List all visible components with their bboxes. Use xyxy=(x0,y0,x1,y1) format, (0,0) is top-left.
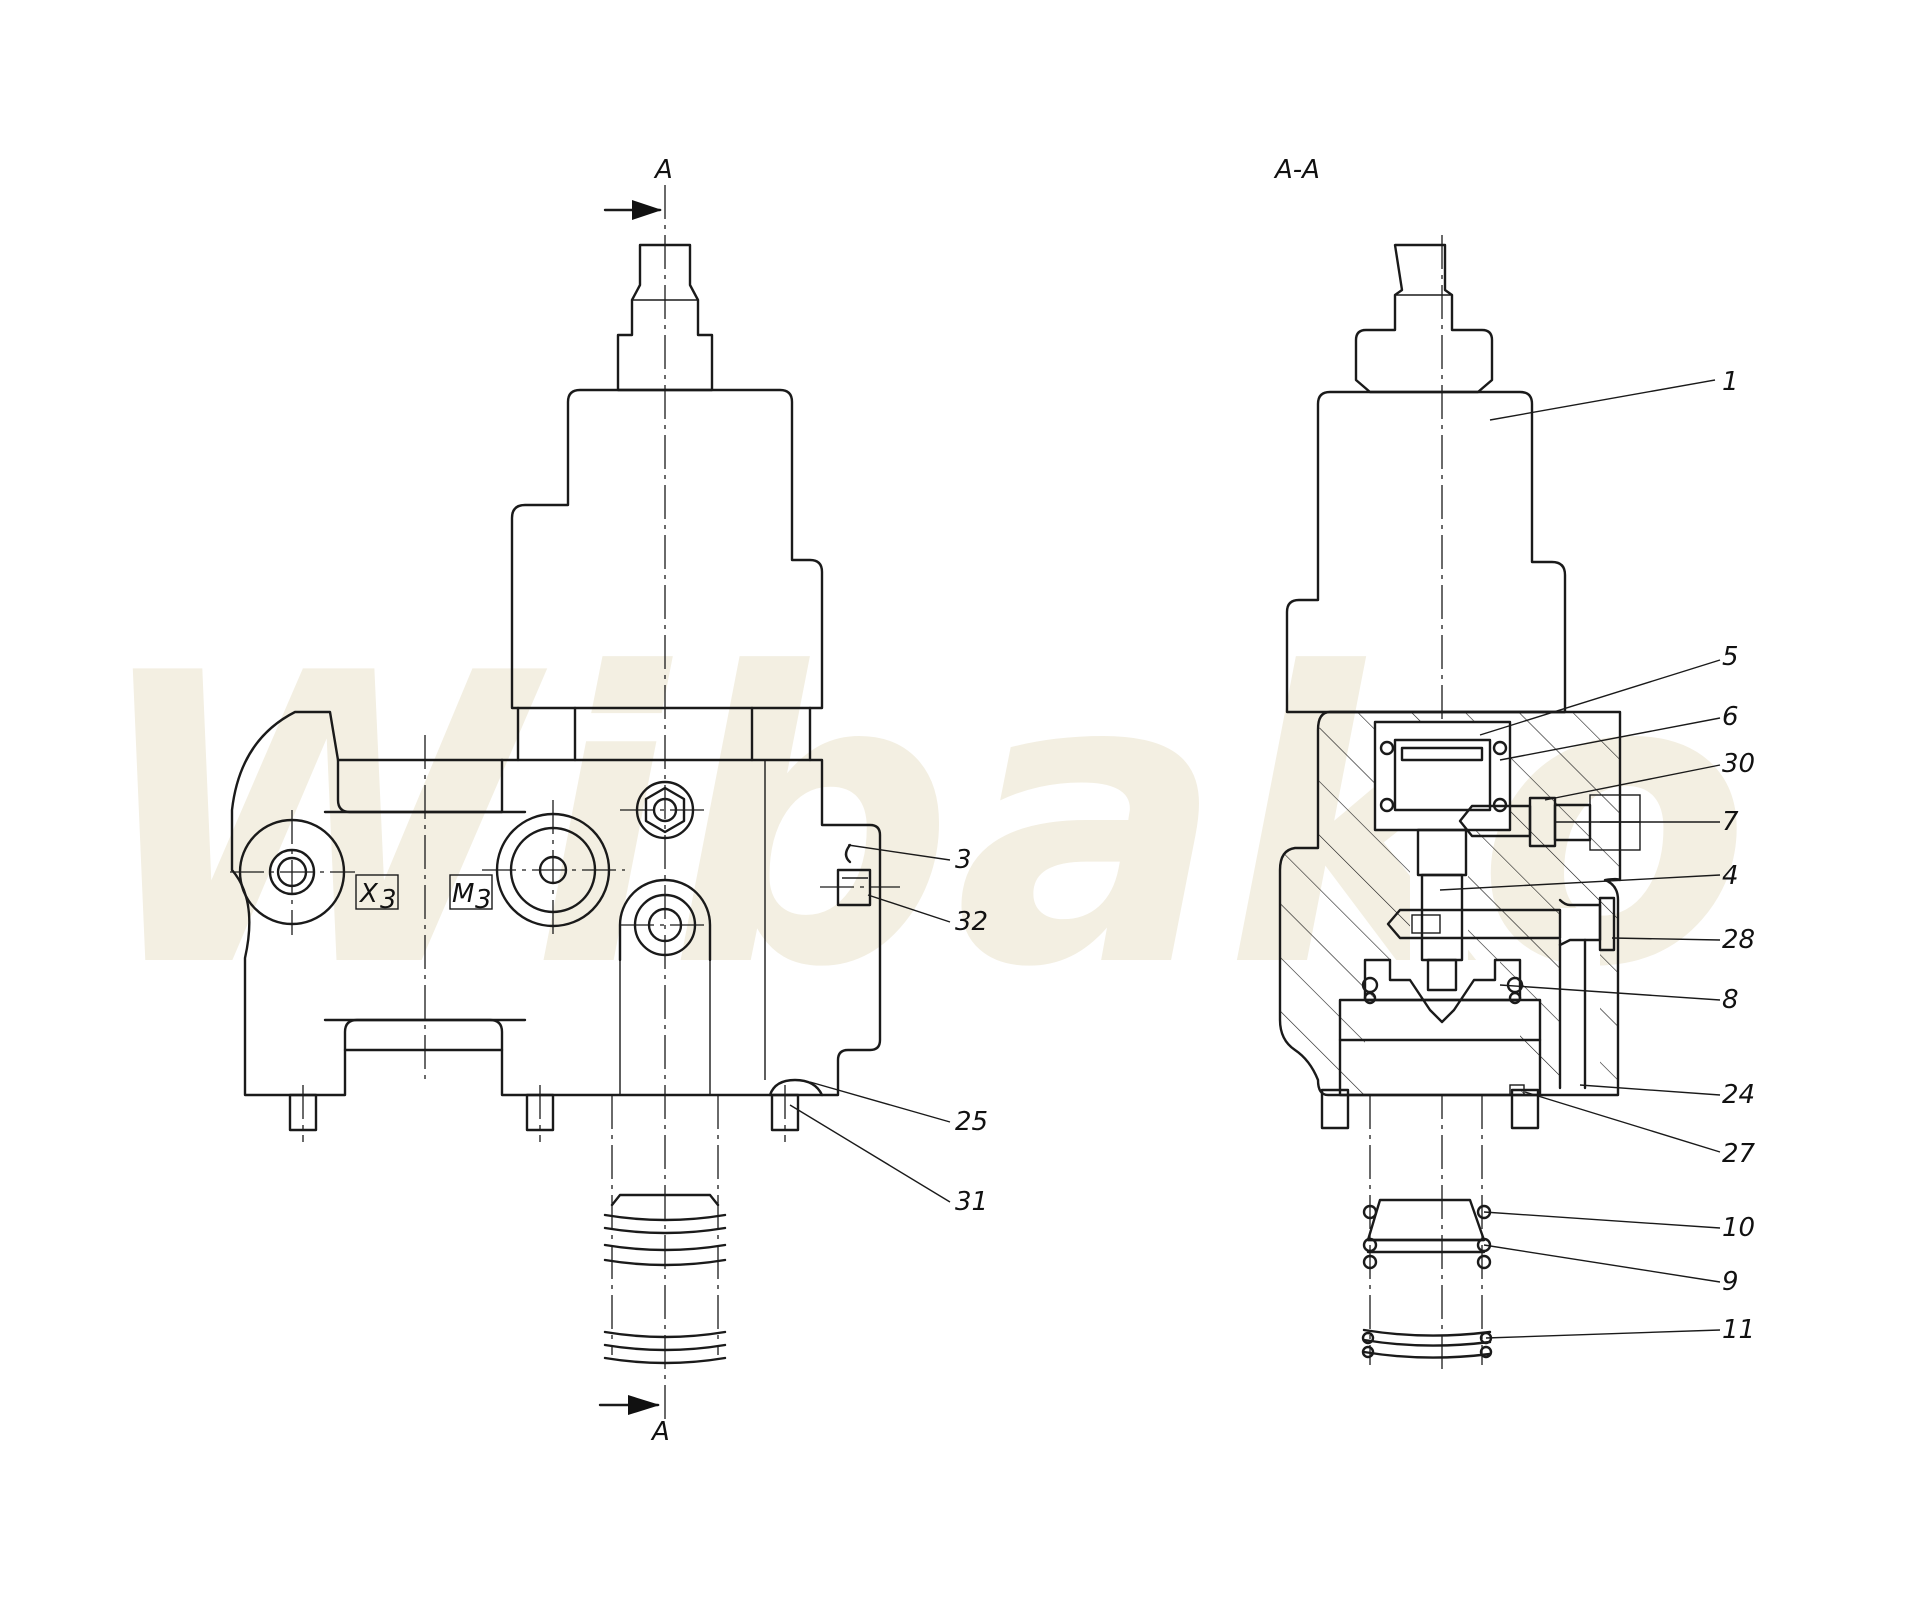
callout-5: 5 xyxy=(1722,642,1739,672)
bottom-pins-left xyxy=(288,1078,824,1142)
plug-lower xyxy=(618,878,712,962)
section-arrow-bottom xyxy=(598,1395,660,1415)
callout-10: 10 xyxy=(1722,1213,1755,1243)
callout-8: 8 xyxy=(1722,985,1739,1015)
left-view: X 3 M 3 xyxy=(230,155,988,1447)
bottom-pins-right xyxy=(1320,1084,1540,1130)
callout-9: 9 xyxy=(1722,1267,1739,1297)
svg-text:3: 3 xyxy=(475,885,492,915)
port-x3-fitting xyxy=(230,810,355,935)
callout-31: 31 xyxy=(955,1187,988,1217)
section-label-top: A xyxy=(653,155,673,185)
callout-24: 24 xyxy=(1722,1080,1755,1110)
port-m3-fitting xyxy=(482,800,625,940)
callout-27: 27 xyxy=(1722,1139,1756,1169)
svg-text:M: M xyxy=(452,879,474,909)
spool-stem xyxy=(1416,828,1468,992)
callout-4: 4 xyxy=(1722,861,1739,891)
poppet-8 xyxy=(1361,958,1524,1024)
callout-3: 3 xyxy=(955,845,972,875)
svg-text:3: 3 xyxy=(380,885,397,915)
port-label-x3: X 3 xyxy=(355,874,399,915)
callout-11: 11 xyxy=(1722,1315,1755,1345)
spring-assembly xyxy=(1361,1095,1493,1365)
callout-30: 30 xyxy=(1722,749,1755,779)
plug-upper xyxy=(620,780,710,840)
callout-32: 32 xyxy=(955,907,988,937)
callout-6: 6 xyxy=(1722,702,1739,732)
spool-left xyxy=(603,1095,727,1365)
callout-28: 28 xyxy=(1722,925,1755,955)
port-label-m3: M 3 xyxy=(449,874,493,915)
callout-25: 25 xyxy=(955,1107,988,1137)
right-view: A-A xyxy=(1273,155,1756,1370)
screw-28 xyxy=(1386,896,1616,1090)
svg-text:X: X xyxy=(358,879,379,909)
section-label-bottom: A xyxy=(650,1417,670,1447)
callout-1: 1 xyxy=(1722,367,1739,397)
section-arrow-top xyxy=(603,200,662,220)
plug-32 xyxy=(820,843,900,907)
section-title: A-A xyxy=(1273,155,1320,185)
callout-7: 7 xyxy=(1722,807,1739,837)
